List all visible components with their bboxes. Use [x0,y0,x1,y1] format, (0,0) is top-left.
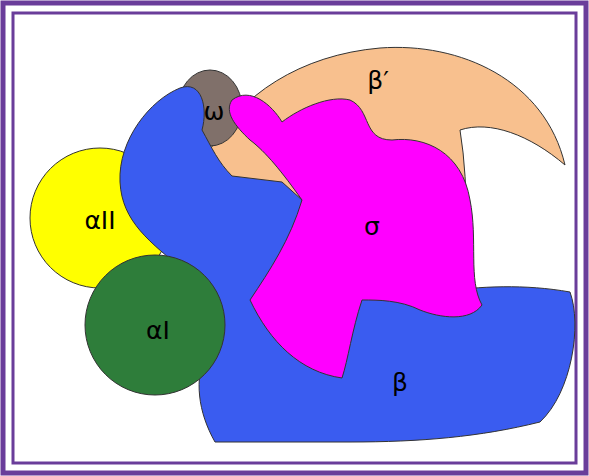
subunit-shape [229,95,482,378]
sigma-subunit: σ [224,86,482,378]
inner-border [13,13,576,463]
subunit-outline [224,86,482,378]
subunit-label: σ [364,214,380,239]
subunit-label: αI [146,318,170,343]
outer-border [3,3,586,473]
alpha-one-subunit: αI [85,255,225,395]
subunit-label: ω [204,99,225,124]
subunit-label: β′ [367,68,389,93]
subunit-label: β [392,370,408,395]
subunit-shape [85,255,225,395]
subunit-label: αII [84,208,115,233]
